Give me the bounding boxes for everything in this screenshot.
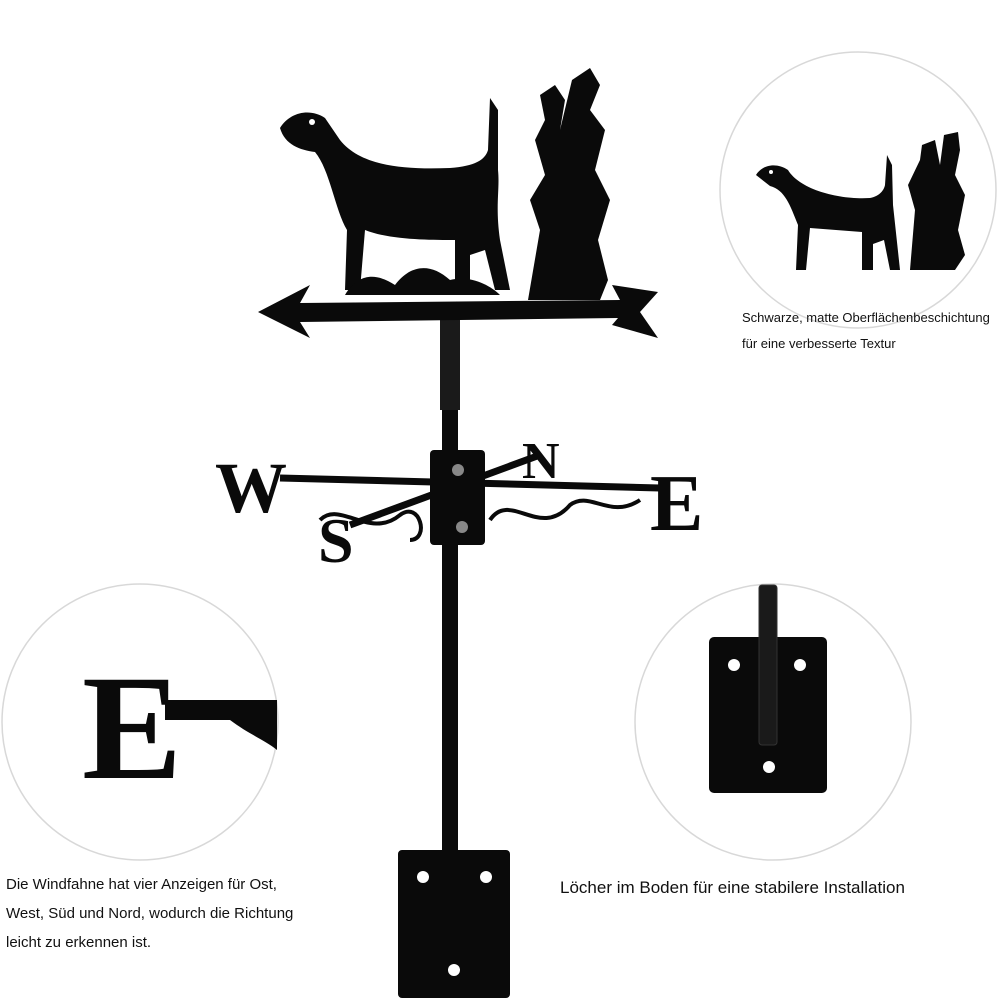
caption-line: West, Süd und Nord, wodurch die Richtung xyxy=(6,905,294,922)
caption-line: für eine verbesserte Textur xyxy=(742,336,896,351)
caption-surface: Schwarze, matte Oberflächenbeschichtung … xyxy=(742,305,990,357)
svg-text:E: E xyxy=(82,645,182,811)
caption-line: leicht zu erkennen ist. xyxy=(6,934,152,951)
caption-directions: Die Windfahne hat vier Anzeigen für Ost,… xyxy=(6,870,293,957)
compass-letter-west: W xyxy=(215,448,287,528)
dog-silhouette xyxy=(280,98,510,295)
compass-hub xyxy=(430,450,485,545)
caption-holes: Löcher im Boden für eine stabilere Insta… xyxy=(560,878,905,897)
detail-circle-base xyxy=(634,583,912,861)
base-plate xyxy=(398,850,510,998)
weathervane: W E N S xyxy=(215,68,703,998)
compass-letter-east: E xyxy=(650,460,703,548)
arrow-silhouette xyxy=(258,285,658,338)
detail-circle-surface xyxy=(719,51,997,329)
plant-silhouette xyxy=(528,68,610,300)
caption-line: Die Windfahne hat vier Anzeigen für Ost, xyxy=(6,876,277,893)
detail-circle-east-letter: E xyxy=(1,583,279,861)
compass-letter-south: S xyxy=(318,505,354,576)
compass-letter-north: N xyxy=(522,433,560,490)
caption-line: Schwarze, matte Oberflächenbeschichtung xyxy=(742,310,990,325)
